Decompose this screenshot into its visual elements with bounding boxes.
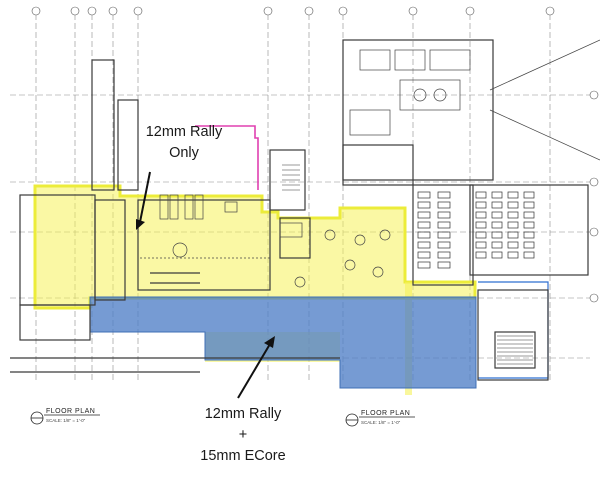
magenta-accent-line — [195, 125, 259, 190]
equipment-top-right — [349, 39, 600, 161]
plan-title-symbol-right — [345, 413, 415, 427]
plan-title-right: FLOOR PLAN — [361, 410, 411, 417]
plan-title-left: FLOOR PLAN — [46, 408, 96, 415]
callout-rally-ecore: 12mm Rally + 15mm ECore — [188, 404, 298, 467]
stair-center — [282, 164, 300, 191]
equipment-left — [140, 194, 391, 288]
rally-ecore-zone — [89, 296, 477, 389]
plan-scale-right: SCALE: 1/8" = 1'-0" — [361, 420, 401, 425]
walls — [10, 39, 589, 381]
callout-rally-only: 12mm Rally Only — [138, 122, 230, 164]
arrow-rally-only — [136, 171, 151, 230]
grid-bubbles — [31, 6, 599, 303]
blue-outline — [478, 281, 549, 379]
plan-title-symbol-left — [30, 411, 100, 425]
callout-rally-ecore-line3: 15mm ECore — [200, 448, 286, 464]
callout-rally-only-line1: 12mm Rally — [145, 124, 223, 140]
callout-rally-ecore-line2: + — [238, 427, 248, 443]
plan-scale-left: SCALE: 1/8" = 1'-0" — [46, 418, 86, 423]
callout-rally-only-line2: Only — [169, 145, 199, 161]
stair-right — [497, 335, 533, 365]
callout-rally-ecore-line1: 12mm Rally — [204, 406, 282, 422]
arrow-rally-ecore — [237, 336, 275, 399]
equipment-cardio — [417, 191, 535, 269]
